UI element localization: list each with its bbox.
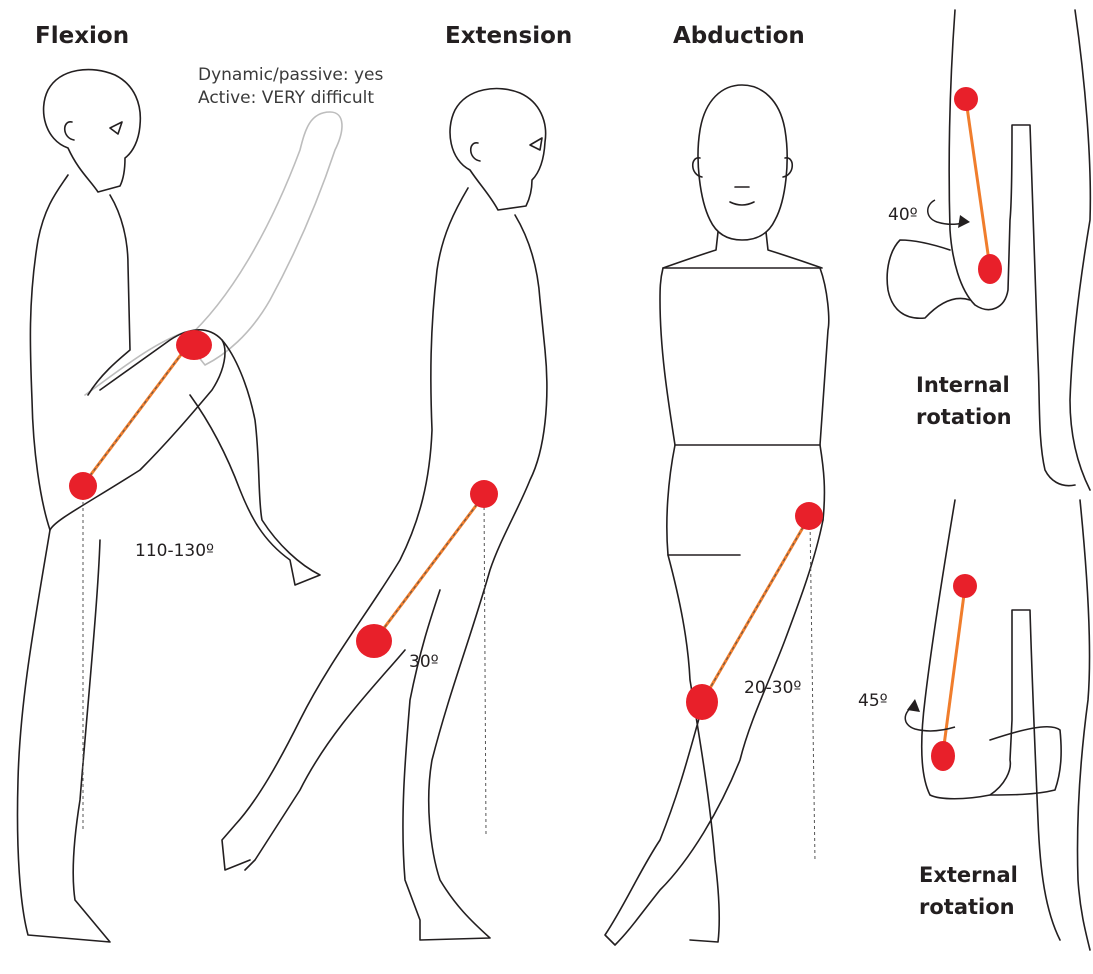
abduction-title: Abduction	[673, 23, 805, 49]
internal-rotation-arrowhead	[958, 215, 970, 228]
extension-knee-joint	[356, 624, 392, 658]
abduction-angle-label: 20-30º	[744, 678, 801, 698]
abduction-torso	[660, 268, 829, 445]
extension-angle-label: 30º	[409, 652, 439, 672]
external-rotation-title-line2: rotation	[919, 895, 1015, 919]
flexion-note-line2: Active: VERY difficult	[198, 88, 374, 108]
internal-rotation-segment	[966, 100, 990, 268]
abduction-knee-joint	[686, 684, 718, 720]
flexion-raised-thigh	[50, 330, 225, 530]
external-rotation-knee-joint	[931, 741, 955, 771]
internal-rotation-title-line2: rotation	[916, 405, 1012, 429]
flexion-ghost-leg-outline	[185, 112, 342, 365]
extension-panel: Extension 30º	[222, 23, 572, 940]
abduction-panel: Abduction 20-30º	[605, 23, 829, 945]
flexion-panel: Flexion Dynamic/passive: yes Active: VER…	[17, 23, 383, 942]
extension-ear	[471, 143, 480, 161]
external-rotation-segment	[943, 587, 965, 753]
extension-torso-front	[403, 215, 547, 940]
internal-rotation-hip-joint	[954, 87, 978, 111]
internal-rotation-knee-joint	[978, 254, 1002, 284]
abduction-raised-leg	[605, 520, 823, 945]
internal-rotation-angle-label: 40º	[888, 205, 918, 225]
abduction-hip-joint	[795, 502, 823, 530]
flexion-knee-joint	[176, 330, 212, 360]
flexion-hip-joint	[69, 472, 97, 500]
flexion-note-line1: Dynamic/passive: yes	[198, 65, 384, 85]
extension-back-leg	[245, 650, 405, 870]
extension-figure	[222, 89, 547, 940]
flexion-ghost-thigh-line	[85, 332, 185, 395]
flexion-figure	[17, 70, 320, 942]
external-rotation-arrowhead	[907, 699, 920, 712]
abduction-pelvis	[667, 445, 825, 555]
abduction-vertical-reference	[810, 520, 815, 862]
abduction-standing-leg	[668, 555, 719, 942]
flexion-ear	[65, 122, 74, 140]
abduction-neck-shoulders	[663, 232, 822, 268]
external-rotation-angle-label: 45º	[858, 691, 888, 711]
internal-rotation-shin	[887, 240, 970, 318]
extension-vertical-reference	[484, 495, 486, 835]
extension-head	[450, 89, 546, 210]
abduction-head	[698, 85, 787, 240]
flexion-angle-label: 110-130º	[135, 541, 214, 561]
extension-hip-joint	[470, 480, 498, 508]
internal-rotation-title-line1: Internal	[916, 373, 1010, 397]
external-rotation-hip-joint	[953, 574, 977, 598]
flexion-front-outline	[88, 195, 130, 395]
external-rotation-title-line1: External	[919, 863, 1018, 887]
internal-rotation-panel: 40º Internal rotation	[887, 10, 1090, 490]
flexion-head	[44, 70, 141, 192]
extension-title: Extension	[445, 23, 572, 49]
abduction-mouth	[730, 202, 754, 205]
external-rotation-other-leg	[1077, 500, 1090, 950]
internal-rotation-other-leg	[1070, 10, 1090, 490]
external-rotation-panel: 45º External rotation	[858, 500, 1090, 950]
flexion-title: Flexion	[35, 23, 129, 49]
flexion-eye	[110, 122, 122, 134]
extension-eye	[530, 138, 542, 150]
flexion-back-outline	[17, 175, 110, 942]
